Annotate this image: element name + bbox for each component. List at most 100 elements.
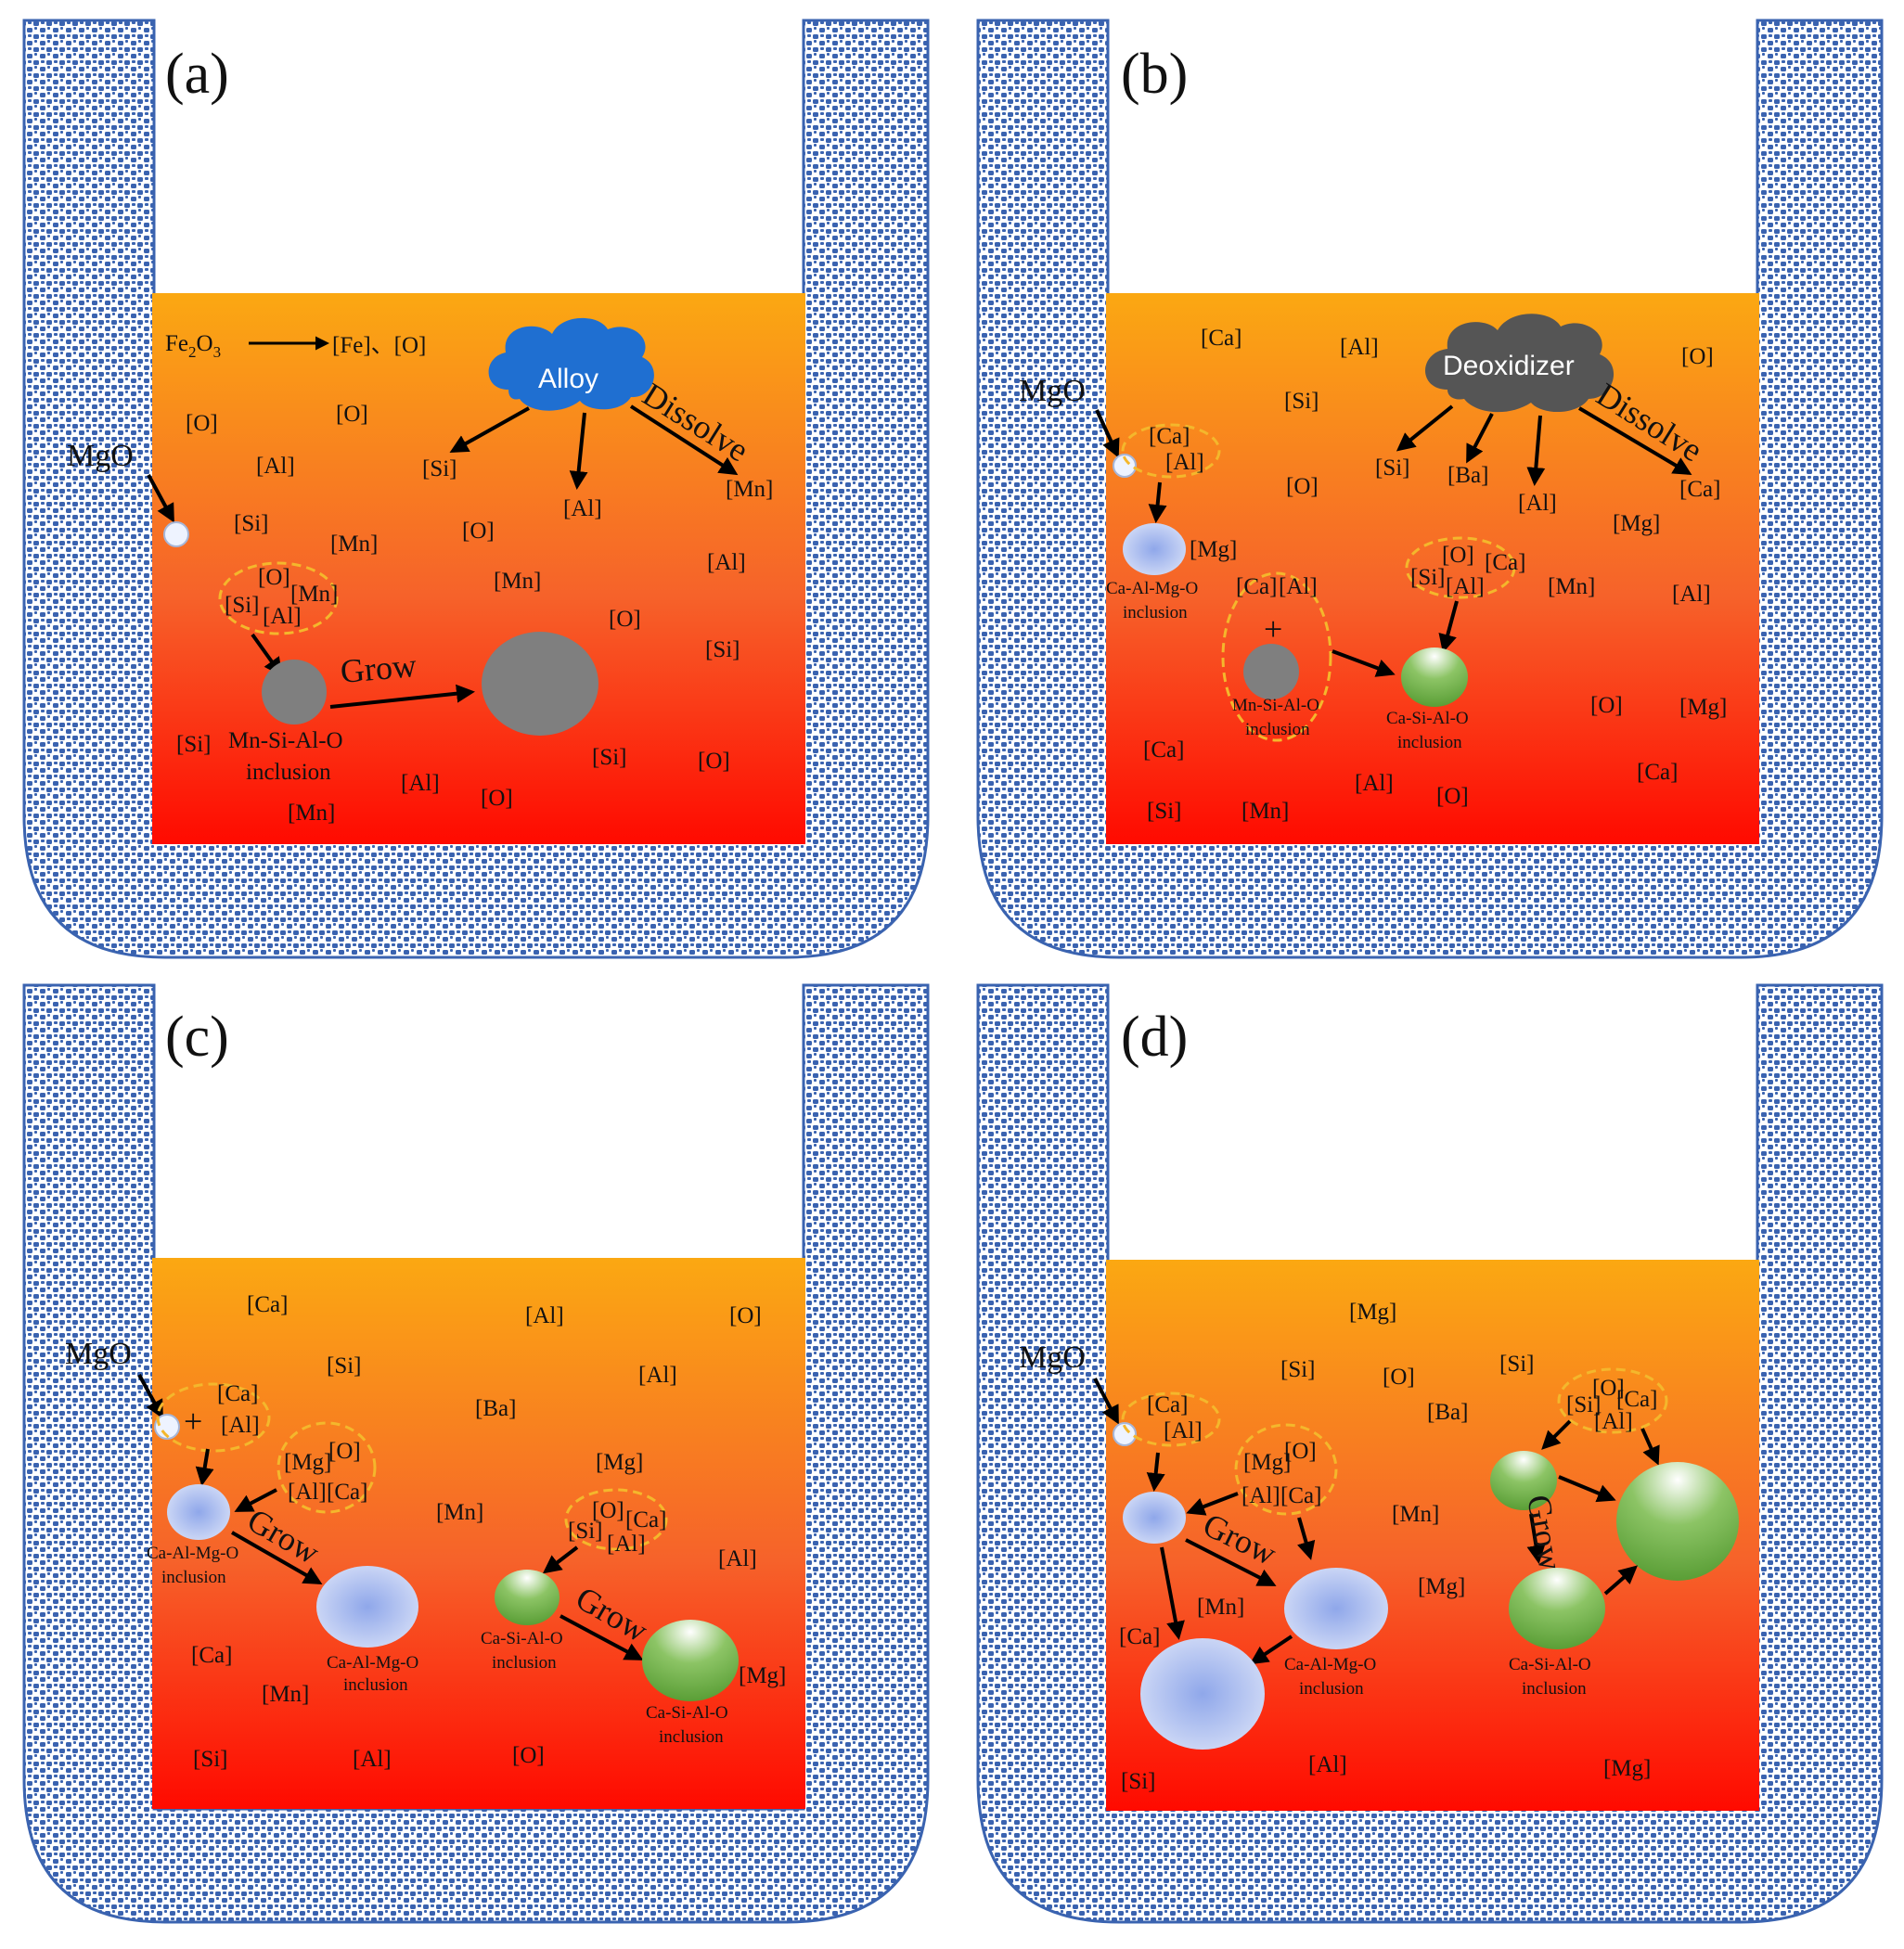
svg-text:[Al]: [Al] [607, 1532, 646, 1557]
crucible-lining [976, 19, 1884, 959]
panel-a: (a) Fe2O3 [Fe]、[O] Alloy Dissolve [Si] [… [22, 19, 930, 959]
dashed-cluster [218, 561, 339, 635]
svg-text:[Al]: [Al] [707, 550, 746, 575]
dashed-cluster [1121, 423, 1221, 479]
svg-text:[Mg]: [Mg] [1613, 511, 1660, 536]
svg-text:[Al]: [Al] [638, 1363, 677, 1388]
svg-text:[Ca]: [Ca] [1236, 574, 1277, 599]
svg-text:[Mg]: [Mg] [1190, 537, 1237, 562]
svg-text:[Al]: [Al] [718, 1546, 757, 1571]
svg-text:Ca-Si-Al-O: Ca-Si-Al-O [646, 1703, 728, 1723]
svg-text:inclusion: inclusion [1245, 720, 1310, 739]
svg-text:Ca-Al-Mg-O: Ca-Al-Mg-O [327, 1653, 418, 1673]
svg-text:[Al]: [Al] [1308, 1752, 1347, 1777]
svg-text:[Ca]: [Ca] [1637, 760, 1678, 785]
svg-text:[Mg]: [Mg] [596, 1450, 643, 1475]
dashed-cluster [1557, 1367, 1668, 1434]
dashed-cluster [1121, 1391, 1221, 1447]
mgo-particle [154, 1414, 180, 1440]
svg-text:[Si]: [Si] [1566, 1392, 1602, 1417]
svg-text:[O]: [O] [481, 786, 513, 811]
svg-text:[Al]: [Al] [1355, 771, 1394, 796]
svg-text:[Ca]: [Ca] [1147, 1392, 1188, 1417]
mgo-particle [163, 521, 189, 547]
svg-text:[Mn]: [Mn] [1392, 1502, 1439, 1527]
svg-text:[O]: [O] [729, 1303, 762, 1328]
svg-text:MgO: MgO [67, 439, 134, 473]
crucible-lining [22, 983, 930, 1924]
svg-text:inclusion: inclusion [246, 760, 331, 785]
svg-text:[Mg]: [Mg] [1418, 1574, 1465, 1599]
svg-text:[Mg]: [Mg] [284, 1450, 331, 1475]
svg-text:[Al]: [Al] [263, 604, 302, 629]
crucible-lining [976, 983, 1884, 1924]
svg-text:[Ca]: [Ca] [1679, 477, 1720, 502]
svg-text:[Si]: [Si] [176, 732, 212, 757]
dashed-cluster [156, 1382, 271, 1453]
svg-text:inclusion: inclusion [1522, 1679, 1587, 1699]
svg-text:[Al]: [Al] [221, 1413, 260, 1438]
svg-text:[Ba]: [Ba] [1427, 1400, 1468, 1425]
svg-text:inclusion: inclusion [1123, 603, 1188, 622]
ca-si-al-o-inclusion-medium [1509, 1568, 1605, 1649]
svg-text:[Al]: [Al] [288, 1480, 327, 1505]
dashed-cluster [277, 1421, 377, 1514]
ca-al-mg-o-inclusion-small [1123, 1492, 1186, 1544]
svg-text:Ca-Al-Mg-O: Ca-Al-Mg-O [147, 1544, 238, 1563]
svg-text:[Al]: [Al] [353, 1747, 392, 1772]
ca-al-mg-o-inclusion-medium [1284, 1568, 1388, 1649]
ca-si-al-o-inclusion-large [642, 1620, 739, 1701]
svg-text:inclusion: inclusion [161, 1568, 226, 1587]
svg-text:Deoxidizer: Deoxidizer [1443, 351, 1575, 381]
svg-text:[Si]: [Si] [1147, 799, 1182, 824]
svg-text:[Si]: [Si] [1499, 1352, 1535, 1377]
svg-text:Alloy: Alloy [538, 364, 598, 394]
svg-text:Ca-Si-Al-O: Ca-Si-Al-O [481, 1629, 563, 1648]
svg-text:[O]: [O] [186, 411, 218, 436]
mgo-particle [1113, 1422, 1137, 1446]
ca-si-al-o-inclusion [1401, 648, 1468, 707]
svg-text:inclusion: inclusion [343, 1675, 408, 1695]
crucible-lining [22, 19, 930, 959]
plus-sign: + [184, 1403, 202, 1440]
svg-text:[O]: [O] [512, 1743, 545, 1768]
svg-text:[Ca]: [Ca] [625, 1507, 666, 1532]
svg-text:inclusion: inclusion [1397, 733, 1462, 752]
svg-text:[Si]: [Si] [592, 745, 627, 770]
svg-text:[Ca]: [Ca] [1485, 550, 1525, 575]
svg-text:[Si]: [Si] [193, 1747, 228, 1772]
ca-si-al-o-inclusion-small [495, 1570, 560, 1625]
svg-text:[O]: [O] [462, 519, 495, 544]
svg-text:[Al]: [Al] [1340, 335, 1379, 360]
svg-text:Mn-Si-Al-O: Mn-Si-Al-O [228, 728, 343, 753]
molten-steel [152, 293, 805, 844]
svg-text:[Ca]: [Ca] [217, 1381, 258, 1406]
reaction-formula: Fe2O3 [Fe]、[O] [165, 331, 426, 361]
svg-text:[Si]: [Si] [1410, 565, 1446, 590]
svg-text:[Si]: [Si] [1280, 1357, 1316, 1382]
svg-text:[O]: [O] [1590, 693, 1623, 718]
svg-text:[Al]: [Al] [1241, 1483, 1280, 1508]
svg-text:[Ba]: [Ba] [475, 1396, 516, 1421]
svg-text:[Si]: [Si] [422, 456, 457, 481]
svg-text:[Mn]: [Mn] [1197, 1595, 1244, 1620]
svg-text:inclusion: inclusion [1299, 1679, 1364, 1699]
svg-text:[Al]: [Al] [1446, 574, 1485, 599]
svg-text:[Al]: [Al] [1594, 1409, 1633, 1434]
svg-text:[Fe]、[O]: [Fe]、[O] [332, 333, 426, 358]
svg-text:[Al]: [Al] [525, 1303, 564, 1328]
svg-text:Fe2O3: Fe2O3 [165, 331, 221, 361]
deoxidizer-cloud: Deoxidizer [1425, 314, 1615, 413]
svg-text:[Mg]: [Mg] [1679, 695, 1727, 720]
panel-label: (d) [1121, 1006, 1188, 1069]
dashed-cluster [564, 1488, 668, 1551]
svg-text:MgO: MgO [1019, 1340, 1086, 1375]
svg-text:[Ca]: [Ca] [1616, 1387, 1657, 1412]
svg-text:[Mn]: [Mn] [288, 801, 335, 826]
svg-text:MgO: MgO [65, 1337, 132, 1371]
svg-text:[Al]: [Al] [401, 771, 440, 796]
svg-text:[Mg]: [Mg] [1349, 1300, 1396, 1325]
svg-text:[Ca]: [Ca] [1143, 737, 1184, 763]
svg-text:Ca-Si-Al-O: Ca-Si-Al-O [1509, 1655, 1591, 1674]
